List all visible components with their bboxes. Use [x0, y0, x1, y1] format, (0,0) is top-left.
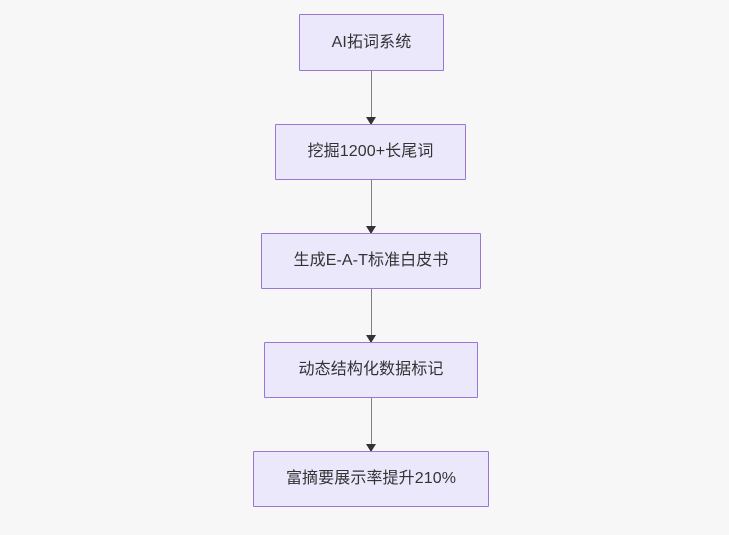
flowchart-node-ai-keyword-system[interactable]: AI拓词系统 [299, 14, 444, 71]
node-label: AI拓词系统 [331, 33, 412, 51]
flowchart-node-rich-snippet-impression-uplift[interactable]: 富摘要展示率提升210% [253, 451, 489, 507]
flowchart-node-mine-longtail-keywords[interactable]: 挖掘1200+长尾词 [275, 124, 466, 180]
flowchart-node-generate-eat-whitepaper[interactable]: 生成E-A-T标准白皮书 [261, 233, 481, 289]
node-label: 动态结构化数据标记 [298, 361, 444, 378]
flowchart-node-dynamic-structured-data-markup[interactable]: 动态结构化数据标记 [264, 342, 478, 398]
node-label: 生成E-A-T标准白皮书 [293, 252, 449, 269]
node-label: 挖掘1200+长尾词 [307, 143, 434, 160]
edge-line [370, 289, 373, 342]
edge-line [370, 398, 373, 451]
edge-line [370, 180, 373, 233]
node-label: 富摘要展示率提升210% [285, 470, 457, 487]
edge-line [370, 71, 373, 124]
